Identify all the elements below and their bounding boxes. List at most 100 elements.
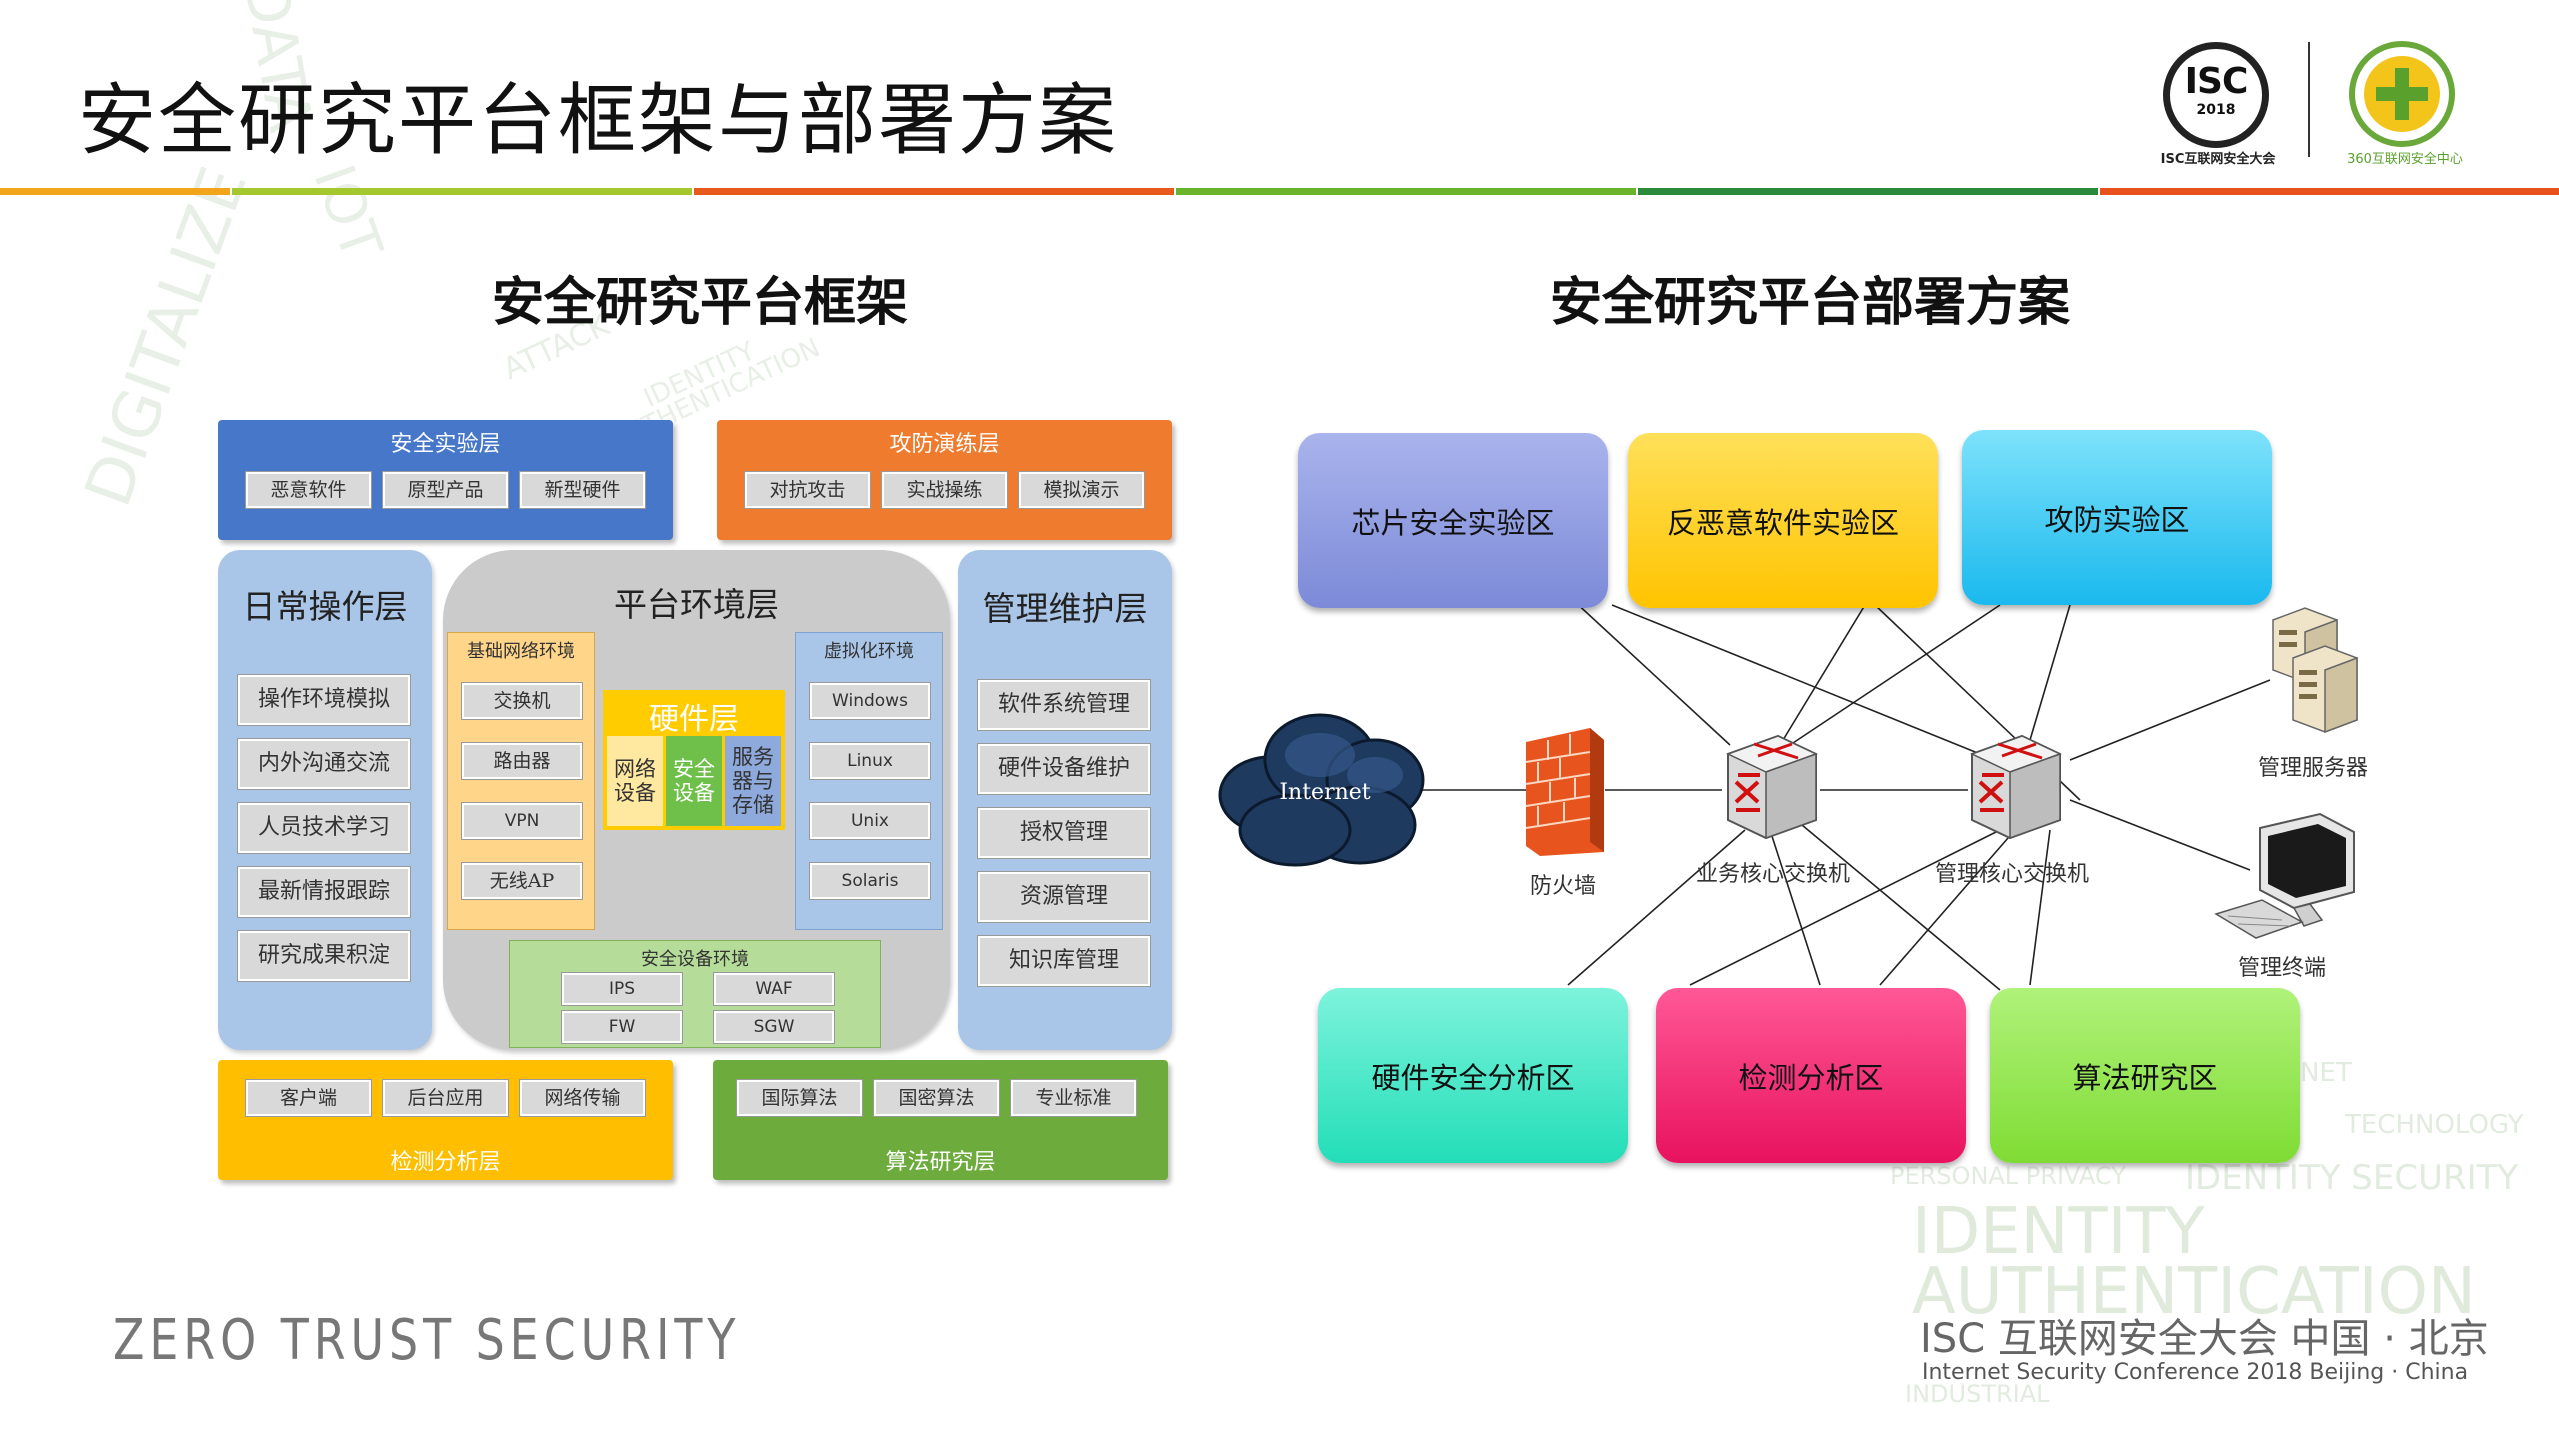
drill-item: 实战操练 bbox=[881, 471, 1008, 509]
drill-layer-label: 攻防演练层 bbox=[889, 432, 1000, 457]
daily-ops-layer: 日常操作层 操作环境模拟 内外沟通交流 人员技术学习 最新情报跟踪 研究成果积淀 bbox=[218, 550, 432, 1050]
net-env-item: 路由器 bbox=[461, 742, 583, 780]
isc-logo-caption: ISC互联网安全大会 bbox=[2160, 152, 2276, 167]
drill-item: 模拟演示 bbox=[1018, 471, 1145, 509]
maintenance-label: 管理维护层 bbox=[982, 589, 1148, 628]
firewall-label: 防火墙 bbox=[1530, 874, 1597, 899]
title-stripe-5 bbox=[1638, 188, 2098, 195]
logo-divider bbox=[2308, 42, 2310, 157]
zone-algorithm: 算法研究区 bbox=[1990, 988, 2300, 1163]
net-env-label: 基础网络环境 bbox=[467, 641, 575, 662]
hardware-item-network: 网络设备 bbox=[607, 736, 663, 826]
watermark-authentication: AUTHENTICATION bbox=[1912, 1255, 2476, 1329]
hardware-item-security: 安全设备 bbox=[666, 736, 722, 826]
title-stripe-2 bbox=[232, 188, 692, 195]
algorithm-item: 国密算法 bbox=[873, 1079, 1000, 1117]
sec-env-item: FW bbox=[561, 1010, 683, 1044]
mgmt-switch-label: 管理核心交换机 bbox=[1935, 862, 2090, 887]
mgmt-terminal-label: 管理终端 bbox=[2238, 956, 2327, 981]
sec-env-label: 安全设备环境 bbox=[641, 949, 749, 970]
watermark-net: NET bbox=[2300, 1058, 2352, 1088]
daily-ops-label: 日常操作层 bbox=[242, 587, 408, 626]
title-stripe-1 bbox=[0, 188, 230, 195]
platform-layer: 平台环境层 基础网络环境 交换机 路由器 VPN 无线AP 硬件层 网络设备 安… bbox=[443, 550, 950, 1050]
maintenance-item: 硬件设备维护 bbox=[977, 743, 1151, 795]
footer-zero-trust: ZERO TRUST SECURITY bbox=[113, 1308, 741, 1373]
sec-env-item: IPS bbox=[561, 972, 683, 1006]
security-center-logo bbox=[2346, 38, 2458, 150]
platform-label: 平台环境层 bbox=[614, 585, 779, 624]
framework-heading: 安全研究平台框架 bbox=[491, 273, 908, 333]
drill-item: 对抗攻击 bbox=[744, 471, 871, 509]
algorithm-layer-label: 算法研究层 bbox=[885, 1150, 996, 1175]
virt-env-item: Solaris bbox=[809, 862, 931, 900]
net-env-panel: 基础网络环境 交换机 路由器 VPN 无线AP bbox=[447, 632, 595, 930]
footer-conference-en: Internet Security Conference 2018 Beijin… bbox=[1922, 1360, 2469, 1385]
internet-label: Internet bbox=[1279, 780, 1371, 805]
drill-layer: 攻防演练层 对抗攻击 实战操练 模拟演示 bbox=[717, 420, 1172, 540]
watermark-technology: TECHNOLOGY bbox=[2345, 1110, 2524, 1140]
maintenance-item: 授权管理 bbox=[977, 807, 1151, 859]
algorithm-item: 国际算法 bbox=[736, 1079, 863, 1117]
virt-env-item: Linux bbox=[809, 742, 931, 780]
sec-env-panel: 安全设备环境 IPS WAF FW SGW bbox=[509, 940, 881, 1048]
zone-hw-analysis: 硬件安全分析区 bbox=[1318, 988, 1628, 1163]
title-stripe-6 bbox=[2100, 188, 2559, 195]
internet-cloud-icon bbox=[1218, 713, 1425, 867]
maintenance-item: 软件系统管理 bbox=[977, 679, 1151, 731]
title-stripe-4 bbox=[1176, 188, 1636, 195]
daily-ops-item: 人员技术学习 bbox=[237, 802, 411, 854]
hardware-label: 硬件层 bbox=[649, 702, 739, 737]
mgmt-switch-icon bbox=[1970, 734, 2062, 840]
watermark-identity: IDENTITY bbox=[1912, 1195, 2205, 1269]
algorithm-layer: 国际算法 国密算法 专业标准 算法研究层 bbox=[713, 1060, 1168, 1180]
watermark-personal-privacy: PERSONAL PRIVACY bbox=[1890, 1162, 2126, 1190]
deployment-heading: 安全研究平台部署方案 bbox=[1549, 273, 2070, 333]
daily-ops-item: 内外沟通交流 bbox=[237, 738, 411, 790]
mgmt-terminal-icon bbox=[2214, 812, 2355, 939]
lab-layer-label: 安全实验层 bbox=[390, 432, 501, 457]
virt-env-label: 虚拟化环境 bbox=[824, 641, 914, 662]
isc-logo-text: ISC bbox=[2184, 61, 2249, 102]
detection-layer: 客户端 后台应用 网络传输 检测分析层 bbox=[218, 1060, 673, 1180]
maintenance-layer: 管理维护层 软件系统管理 硬件设备维护 授权管理 资源管理 知识库管理 bbox=[958, 550, 1172, 1050]
hardware-panel: 硬件层 网络设备 安全设备 服务器与存储 bbox=[603, 690, 785, 830]
security-center-caption: 360互联网安全中心 bbox=[2347, 152, 2463, 167]
mgmt-server-icon bbox=[2272, 607, 2358, 734]
daily-ops-item: 最新情报跟踪 bbox=[237, 866, 411, 918]
isc-logo: ISC 2018 bbox=[2163, 42, 2269, 148]
detection-layer-label: 检测分析层 bbox=[390, 1150, 501, 1175]
isc-logo-year: 2018 bbox=[2196, 102, 2236, 118]
footer-conference-cn: ISC 互联网安全大会 中国 · 北京 bbox=[1920, 1316, 2489, 1362]
sec-env-item: SGW bbox=[713, 1010, 835, 1044]
maintenance-item: 知识库管理 bbox=[977, 935, 1151, 987]
firewall-icon bbox=[1525, 728, 1604, 856]
hardware-item-server: 服务器与存储 bbox=[725, 736, 781, 826]
watermark-industrial: INDUSTRIAL bbox=[1905, 1380, 2050, 1408]
biz-switch-label: 业务核心交换机 bbox=[1696, 862, 1851, 887]
maintenance-item: 资源管理 bbox=[977, 871, 1151, 923]
daily-ops-item: 研究成果积淀 bbox=[237, 930, 411, 982]
net-env-item: VPN bbox=[461, 802, 583, 840]
detection-item: 网络传输 bbox=[519, 1079, 646, 1117]
zone-chip-lab: 芯片安全实验区 bbox=[1298, 433, 1608, 608]
biz-switch-icon bbox=[1726, 734, 1818, 840]
zone-attack-defense-lab: 攻防实验区 bbox=[1962, 430, 2272, 605]
detection-item: 后台应用 bbox=[382, 1079, 509, 1117]
net-env-item: 交换机 bbox=[461, 682, 583, 720]
virt-env-item: Windows bbox=[809, 682, 931, 720]
net-env-item: 无线AP bbox=[461, 862, 583, 900]
daily-ops-item: 操作环境模拟 bbox=[237, 674, 411, 726]
algorithm-item: 专业标准 bbox=[1010, 1079, 1137, 1117]
watermark-identity-security: IDENTITY SECURITY bbox=[2185, 1158, 2519, 1198]
lab-item: 原型产品 bbox=[382, 471, 509, 509]
mgmt-server-label: 管理服务器 bbox=[2258, 756, 2369, 781]
slide-title: 安全研究平台框架与部署方案 bbox=[78, 76, 1119, 166]
virt-env-panel: 虚拟化环境 Windows Linux Unix Solaris bbox=[795, 632, 943, 930]
lab-layer: 安全实验层 恶意软件 原型产品 新型硬件 bbox=[218, 420, 673, 540]
lab-item: 恶意软件 bbox=[245, 471, 372, 509]
zone-detection: 检测分析区 bbox=[1656, 988, 1966, 1163]
zone-anti-malware-lab: 反恶意软件实验区 bbox=[1628, 433, 1938, 608]
virt-env-item: Unix bbox=[809, 802, 931, 840]
